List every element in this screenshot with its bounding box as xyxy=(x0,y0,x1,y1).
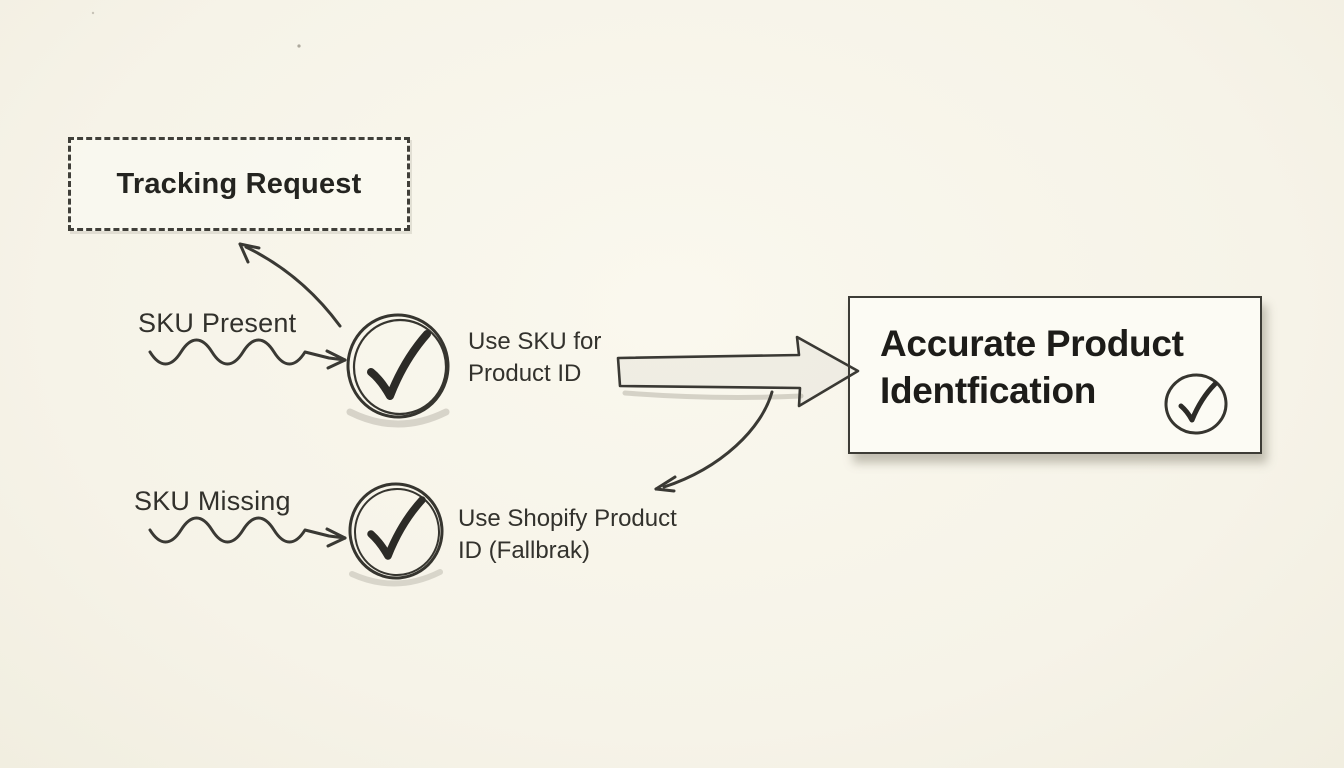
tracking-request-label: Tracking Request xyxy=(116,167,362,200)
caption-use-sku-line1: Use SKU for xyxy=(468,328,602,355)
check-circle-icon xyxy=(348,482,444,587)
curved-arrow-to-fallback xyxy=(654,390,774,493)
label-sku-present: SKU Present xyxy=(138,308,297,338)
check-circle-icon xyxy=(346,313,450,428)
result-title-line2: Identfication xyxy=(880,370,1097,411)
wavy-arrow-sku-missing xyxy=(148,516,347,548)
result-title: Accurate Product Identfication xyxy=(880,320,1184,414)
result-title-line1: Accurate Product xyxy=(880,323,1184,364)
label-sku-missing: SKU Missing xyxy=(134,486,291,516)
caption-use-sku-line2: Product ID xyxy=(468,360,582,387)
block-arrow-to-result xyxy=(616,335,860,408)
caption-use-sku: Use SKU for Product ID xyxy=(468,326,601,390)
paper-speck xyxy=(91,11,95,15)
caption-use-shopify-line2: ID (Fallbrak) xyxy=(458,537,591,564)
paper-speck xyxy=(297,44,301,48)
node-result: Accurate Product Identfication xyxy=(848,296,1262,454)
caption-use-shopify: Use Shopify Product ID (Fallbrak) xyxy=(458,503,677,567)
node-tracking-request: Tracking Request xyxy=(68,137,410,231)
caption-use-shopify-line1: Use Shopify Product xyxy=(458,505,677,532)
wavy-arrow-sku-present xyxy=(148,338,347,370)
